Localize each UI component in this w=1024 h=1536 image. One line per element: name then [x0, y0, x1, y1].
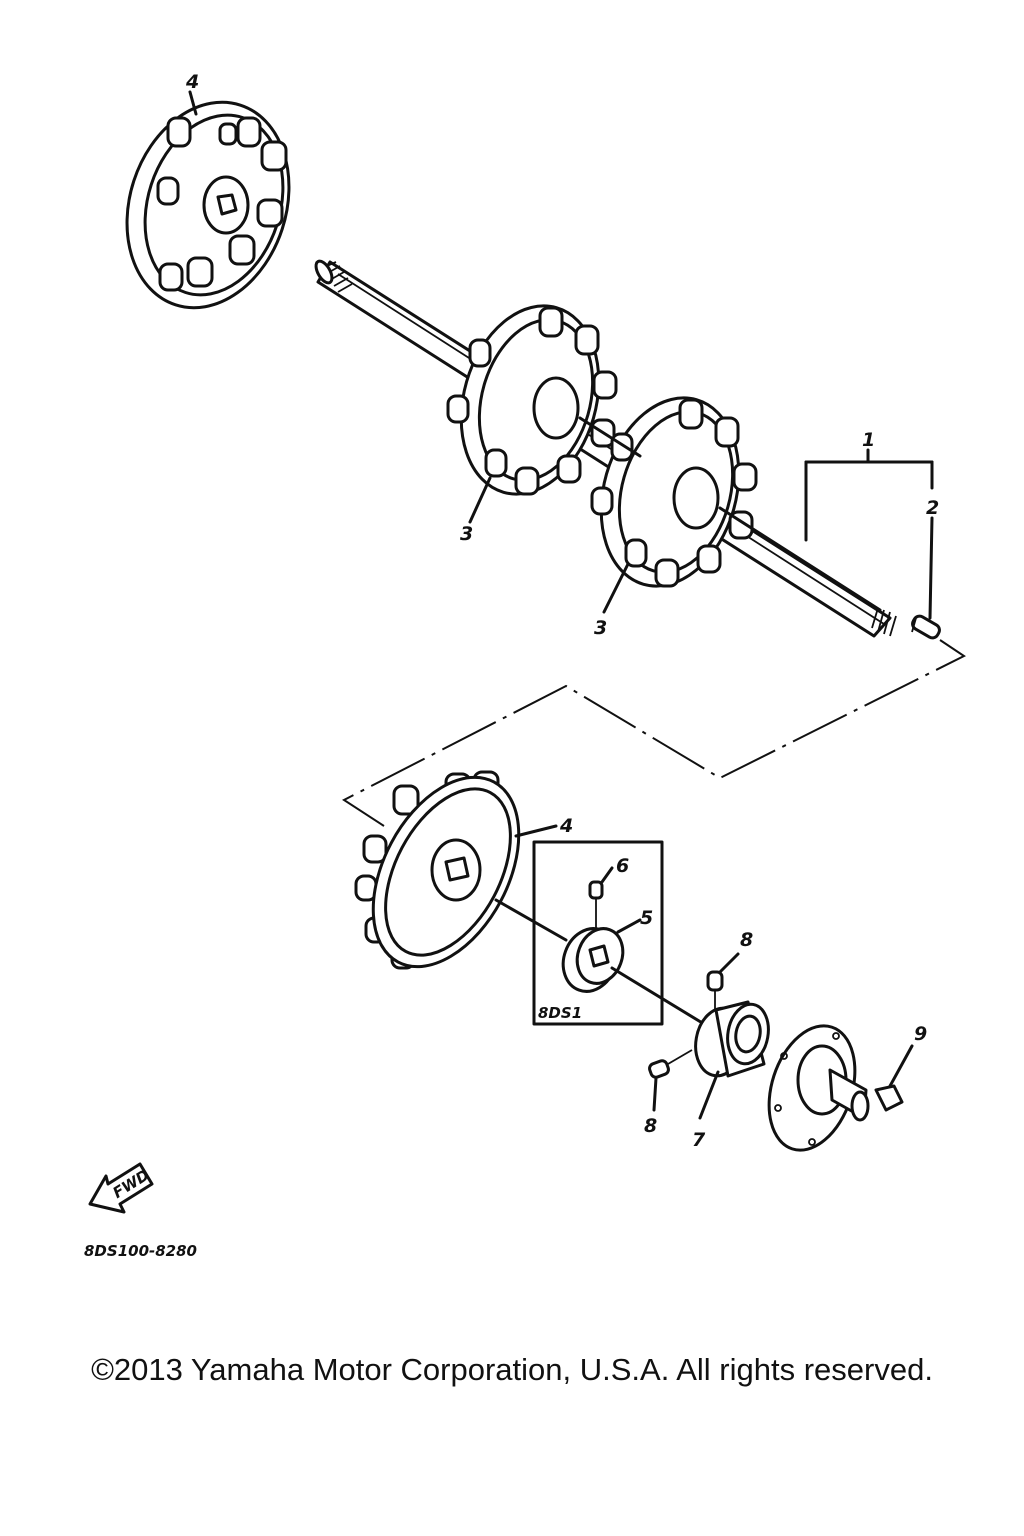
- callout-plug: 2: [926, 497, 939, 519]
- callout-wheel-bottom: 4: [559, 815, 573, 837]
- copyright-notice: ©2013 Yamaha Motor Corporation, U.S.A. A…: [91, 1352, 933, 1387]
- shaft-thread: [871, 607, 897, 637]
- lock-nut[interactable]: [874, 1044, 914, 1112]
- drive-wheel-bottom[interactable]: [343, 753, 548, 991]
- diagram-code: 8DS100-8280: [84, 1242, 197, 1260]
- shaft-plug[interactable]: [910, 614, 941, 640]
- callout-sprocket-lower: 3: [594, 617, 607, 639]
- bearing[interactable]: [690, 1000, 772, 1120]
- callout-collar: 5: [640, 907, 653, 929]
- set-screw-top[interactable]: [588, 866, 614, 934]
- set-screw-left[interactable]: [648, 1049, 693, 1112]
- assembly-path: [342, 639, 966, 827]
- set-screw-right[interactable]: [706, 952, 740, 1012]
- drive-wheel-top[interactable]: [101, 81, 314, 329]
- kit-box-label: 8DS1: [538, 1004, 582, 1022]
- kit-box: [532, 840, 664, 1026]
- sprocket-upper[interactable]: [440, 290, 620, 511]
- callout-set-screw-left: 8: [644, 1115, 657, 1137]
- eccentric-collar[interactable]: [555, 918, 642, 999]
- callout-bracket: [804, 448, 934, 620]
- callout-sprocket-upper: 3: [460, 523, 473, 545]
- callout-wheel-top: 4: [185, 71, 199, 93]
- callout-nut: 9: [914, 1023, 927, 1045]
- callout-shaft-assembly: 1: [862, 429, 875, 451]
- bearing-housing[interactable]: [754, 1015, 870, 1161]
- callout-bearing: 7: [692, 1129, 706, 1151]
- fwd-arrow-icon: FWD: [88, 1162, 154, 1214]
- callout-set-screw-top: 6: [616, 855, 629, 877]
- callout-set-screw-right: 8: [740, 929, 753, 951]
- sprocket-lower[interactable]: [580, 382, 760, 603]
